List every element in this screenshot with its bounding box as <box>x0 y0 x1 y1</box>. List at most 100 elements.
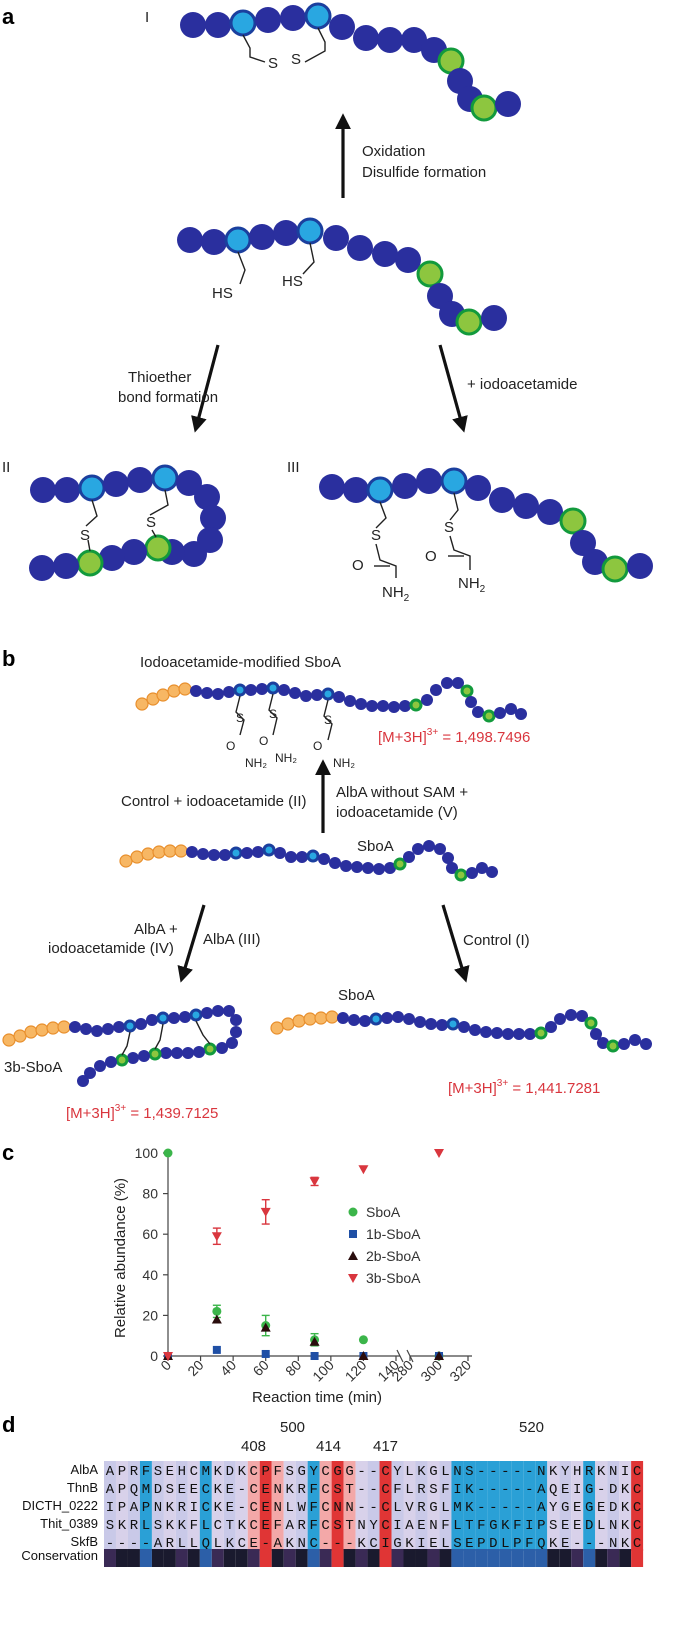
alignment-cell <box>319 1479 332 1497</box>
residue: C <box>321 1500 329 1516</box>
alignment-cell <box>403 1515 416 1533</box>
residue: Q <box>549 1482 557 1498</box>
axis-break-mark-1 <box>396 1349 404 1363</box>
alignment-cell <box>391 1461 404 1479</box>
residue: M <box>142 1482 150 1498</box>
alignment-row-label: Thit_0389 <box>40 1516 98 1531</box>
residue: P <box>118 1500 126 1516</box>
residue: N <box>609 1464 617 1480</box>
alignment-cell <box>583 1497 596 1515</box>
alignment-cell <box>259 1515 272 1533</box>
residue: Q <box>130 1482 138 1498</box>
residue: L <box>453 1518 461 1534</box>
residue: G <box>561 1500 569 1516</box>
residue: - <box>333 1536 341 1552</box>
alignment-cell <box>499 1533 512 1551</box>
residue: - <box>489 1464 497 1480</box>
residue: N <box>609 1536 617 1552</box>
residue: - <box>357 1464 365 1480</box>
alignment-cell <box>535 1497 548 1515</box>
alignment-cell <box>607 1515 620 1533</box>
residue: - <box>489 1500 497 1516</box>
alignment-cell <box>175 1479 188 1497</box>
conservation-cell <box>523 1549 536 1567</box>
residue: - <box>369 1482 377 1498</box>
mod-s-3: S <box>324 713 332 727</box>
alignment-cell <box>295 1461 308 1479</box>
x-tick-label: 100 <box>309 1357 337 1385</box>
residue: K <box>166 1500 175 1516</box>
point-3b-sboa <box>163 1352 173 1361</box>
alignment-cell <box>631 1515 644 1533</box>
alignment-cell <box>104 1479 116 1497</box>
residue: E <box>597 1500 605 1516</box>
residue: C <box>250 1518 258 1534</box>
alignment-cell <box>439 1461 452 1479</box>
alignment-cell <box>283 1479 296 1497</box>
conservation-cell <box>319 1549 332 1567</box>
alignment-cell <box>535 1515 548 1533</box>
alignment-cell <box>331 1461 344 1479</box>
alignment-row-label: DICTH_0222 <box>22 1498 98 1513</box>
alignment-cell <box>631 1479 644 1497</box>
residue: C <box>633 1500 641 1516</box>
residue: - <box>357 1482 365 1498</box>
residue: R <box>297 1518 306 1534</box>
alignment-cell <box>283 1515 296 1533</box>
residue: I <box>417 1536 425 1552</box>
alignment-cell <box>355 1533 368 1551</box>
amide-nh2-2: NH2 <box>458 575 486 595</box>
y-tick-label: 20 <box>142 1307 158 1323</box>
panel-b-label: b <box>2 646 15 671</box>
conservation-cell <box>104 1549 116 1567</box>
disulfide-text: Disulfide formation <box>362 164 486 181</box>
conservation-cell <box>283 1549 296 1567</box>
alignment-cell <box>415 1497 428 1515</box>
alignment-cell <box>487 1533 500 1551</box>
residue: K <box>238 1518 247 1534</box>
alignment-cell <box>451 1497 464 1515</box>
legend-label-2b-sboa: 2b-SboA <box>366 1248 421 1264</box>
residue: - <box>513 1500 521 1516</box>
residue: A <box>285 1518 294 1534</box>
conservation-cell <box>391 1549 404 1567</box>
residue: L <box>597 1518 605 1534</box>
alignment-cell <box>451 1479 464 1497</box>
conservation-cell <box>175 1549 188 1567</box>
alignment-cell <box>271 1461 284 1479</box>
alignment-cell <box>115 1479 128 1497</box>
y-axis-title: Relative abundance (%) <box>112 1178 129 1338</box>
alignment-cell <box>139 1479 152 1497</box>
residue: E <box>226 1482 234 1498</box>
residue: G <box>333 1464 341 1480</box>
alignment-cell <box>367 1461 380 1479</box>
alignment-cell <box>511 1497 524 1515</box>
residue: - <box>597 1536 605 1552</box>
alignment-cell <box>595 1533 608 1551</box>
residue: - <box>501 1464 509 1480</box>
alignment-cell <box>547 1479 560 1497</box>
thioether-s-2: S <box>146 514 156 531</box>
alignment-cell <box>187 1533 200 1551</box>
alignment-cell <box>571 1479 584 1497</box>
position-520: 520 <box>519 1419 544 1436</box>
conservation-cell <box>607 1549 620 1567</box>
alignment-cell <box>127 1515 140 1533</box>
residue: K <box>285 1482 294 1498</box>
residue: L <box>405 1464 413 1480</box>
residue: I <box>453 1482 461 1498</box>
alignment-cell <box>607 1461 620 1479</box>
residue: D <box>585 1518 593 1534</box>
conservation-cell <box>211 1549 224 1567</box>
peptide-state-iii <box>319 467 653 583</box>
alignment-cell <box>211 1533 224 1551</box>
alignment-cell <box>235 1461 248 1479</box>
alignment-cell <box>535 1461 548 1479</box>
residue: K <box>621 1500 630 1516</box>
alignment-cell <box>367 1533 380 1551</box>
alignment-cell <box>535 1479 548 1497</box>
alba-iodo-text-2: iodoacetamide (IV) <box>48 940 174 957</box>
residue: F <box>393 1482 401 1498</box>
conservation-cell <box>619 1549 632 1567</box>
